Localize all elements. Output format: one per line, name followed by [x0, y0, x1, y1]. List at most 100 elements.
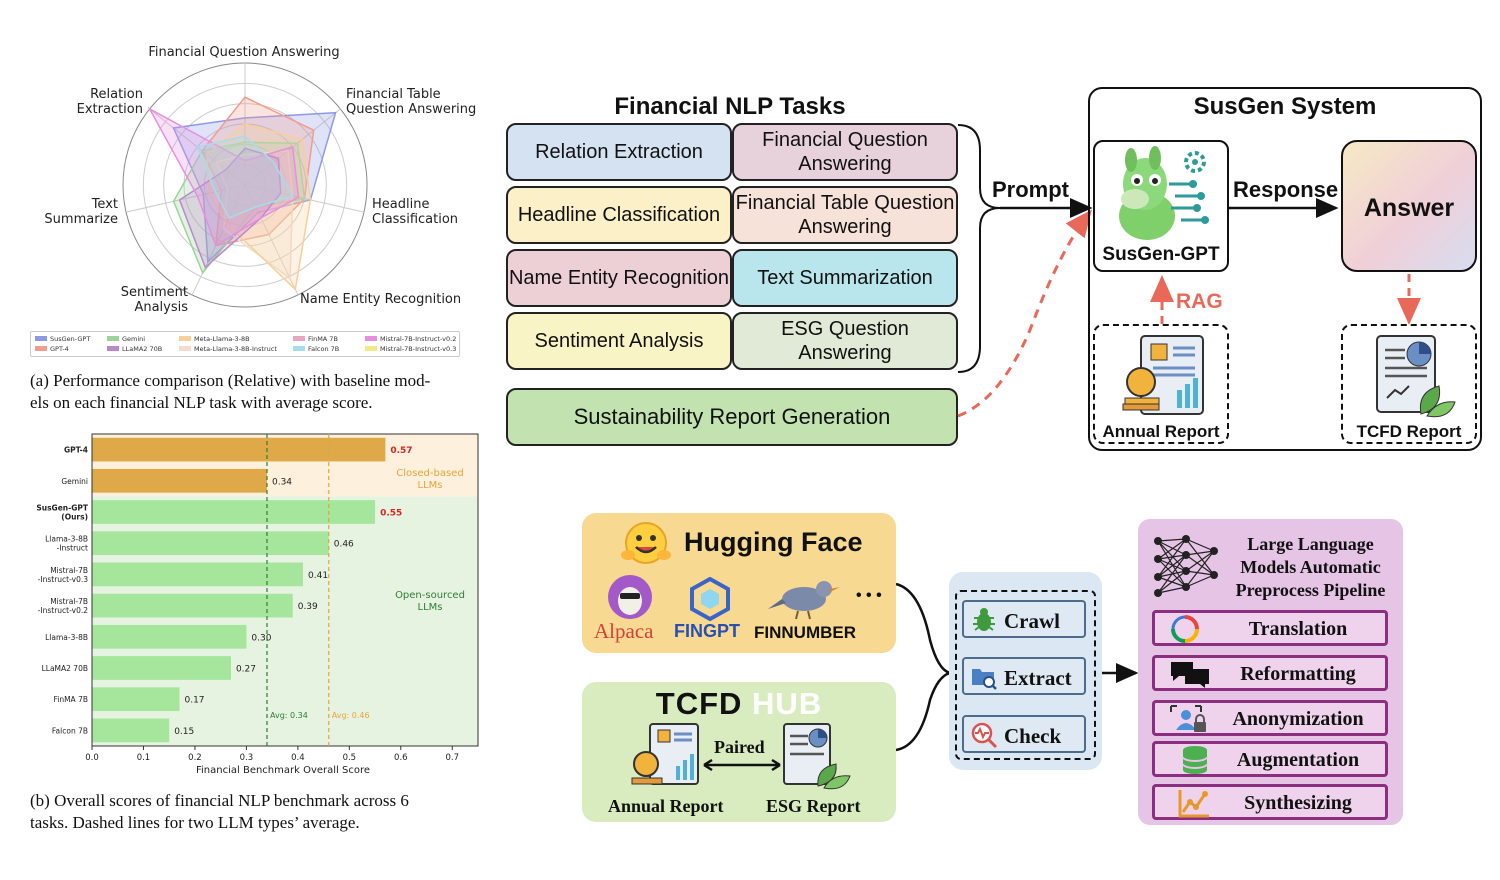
- legend-label: LLaMA2 70B: [122, 344, 163, 353]
- pipeline-title-1: Large Language: [1247, 534, 1374, 554]
- tcfd-hub-title: TCFD HUB: [582, 686, 896, 722]
- hf-title: Hugging Face: [684, 527, 863, 557]
- pipeline-title-2: Models Automatic: [1240, 557, 1381, 577]
- x-tick-label: 0.0: [85, 753, 99, 763]
- bar-category-label: -Instruct-v0.3: [38, 575, 89, 584]
- legend-item: FinMA 7B: [293, 334, 338, 343]
- bar: [92, 531, 329, 556]
- tasks-title: Financial NLP Tasks: [614, 93, 846, 120]
- prompt-label: Prompt: [992, 177, 1069, 202]
- pipeline-step-augmentation: Augmentation: [1152, 741, 1388, 777]
- open-avg-label: Avg: 0.34: [270, 711, 308, 720]
- report-gen-dashed-arrow: [957, 209, 1092, 418]
- x-tick-label: 0.5: [343, 753, 357, 763]
- task-financial-table-qa: Financial Table Question Answering: [732, 186, 958, 244]
- folder-search-icon: [972, 669, 997, 690]
- bar-category-label: -Instruct-v0.2: [38, 606, 89, 615]
- bar-caption-line-2: tasks. Dashed lines for two LLM types’ a…: [30, 813, 360, 832]
- x-tick-label: 0.3: [240, 753, 254, 763]
- answer-box: Answer: [1341, 140, 1477, 272]
- radar-axis-fqa: Financial Question Answering: [148, 45, 339, 60]
- bug-icon: [973, 608, 995, 631]
- tcfd-report-box: TCFD Report: [1341, 324, 1477, 444]
- radar-series-polygon: [172, 111, 337, 264]
- hugging-face-box: Hugging Face Alpaca FINGPT FINNUMBER • •…: [582, 513, 896, 653]
- line-graph-icon: [1178, 790, 1209, 818]
- bar-category-label: Llama-3-8B: [45, 535, 88, 544]
- hub-esg-report-icon: [783, 723, 851, 790]
- radar-axis-ftqa-1: Financial Table: [346, 87, 441, 102]
- annual-report-box: Annual Report: [1093, 324, 1229, 444]
- legend-label: Gemini: [122, 334, 146, 343]
- bar: [92, 593, 293, 618]
- closed-avg-label: Avg: 0.46: [332, 711, 370, 720]
- radar-spoke: [244, 184, 299, 296]
- bar-category-label: Gemini: [61, 477, 88, 486]
- bar: [92, 468, 267, 493]
- legend-item: Meta-Llama-3-8B-Instruct: [179, 344, 277, 353]
- bar: [92, 687, 180, 712]
- rag-label: RAG: [1176, 290, 1223, 313]
- database-icon: [1182, 746, 1208, 774]
- bar-caption: (b) Overall scores of financial NLP benc…: [30, 790, 500, 834]
- paired-label: Paired: [714, 737, 765, 757]
- x-tick-label: 0.2: [188, 753, 202, 763]
- radar-axis-sa-1: Sentiment: [121, 285, 188, 300]
- pipeline-title-3: Preprocess Pipeline: [1235, 580, 1386, 600]
- bar-value-label: 0.17: [184, 696, 204, 706]
- crawl-label: Crawl: [1004, 609, 1060, 633]
- pipeline-step-anonymization: Anonymization: [1152, 700, 1388, 736]
- tcfd-word: TCFD: [655, 686, 743, 721]
- neural-network-icon: [1154, 535, 1218, 597]
- legend-swatch: [365, 336, 377, 341]
- radar-axis-hc-2: Classification: [372, 212, 458, 227]
- legend-item: Gemini: [107, 334, 145, 343]
- radar-axis-ts-2: Summarize: [44, 212, 118, 227]
- legend-item: GPT-4: [35, 344, 69, 353]
- bar: [92, 437, 386, 462]
- check-magnifier-icon: [971, 722, 998, 749]
- task-name-entity-recognition: Name Entity Recognition: [506, 249, 732, 307]
- plot-frame: [91, 433, 479, 747]
- legend-label: SusGen-GPT: [50, 334, 91, 343]
- legend-item: SusGen-GPT: [35, 334, 90, 343]
- legend-label: Mistral-7B-Instruct-v0.3: [380, 344, 457, 353]
- task-sentiment-analysis: Sentiment Analysis: [506, 312, 732, 370]
- reformatting-label: Reformatting: [1240, 663, 1356, 685]
- tcfd-hub-box: TCFD HUB Paired Annual Report ESG Report: [582, 682, 896, 822]
- anonymization-icon: [1170, 705, 1206, 732]
- bar-category-label: (Ours): [61, 513, 88, 522]
- bar-value-label: 0.30: [251, 633, 271, 643]
- bar-category-label: -Instruct: [57, 544, 88, 553]
- task-relation-extraction: Relation Extraction: [506, 123, 732, 181]
- tools-dashed-frame: [955, 590, 1096, 760]
- hugging-face-icon: [621, 522, 671, 564]
- bar-category-label: Llama-3-8B: [45, 633, 88, 642]
- legend-item: Meta-Llama-3-8B: [179, 334, 250, 343]
- hub-annual-report-label: Annual Report: [608, 796, 724, 816]
- extract-tool: Extract: [962, 657, 1086, 695]
- pipeline-step-reformatting: Reformatting: [1152, 655, 1388, 691]
- radar-caption-line-1: (a) Performance comparison (Relative) wi…: [30, 371, 431, 390]
- alpaca-label: Alpaca: [594, 619, 654, 643]
- radar-caption-line-2: els on each financial NLP task with aver…: [30, 393, 373, 412]
- bar-value-label: 0.34: [272, 477, 292, 487]
- legend-item: Falcon 7B: [293, 344, 339, 353]
- bar-category-label: Mistral-7B: [50, 597, 88, 606]
- bar-value-label: 0.55: [380, 509, 402, 519]
- bar-category-label: FinMA 7B: [53, 695, 88, 704]
- radar-axis-re-1: Relation: [90, 87, 143, 102]
- paired-arrow: [703, 758, 781, 772]
- hub-word: HUB: [752, 686, 823, 721]
- hf-to-tools: [895, 582, 951, 675]
- bar-chart: 0.570.340.550.460.410.390.300.270.170.15…: [36, 433, 479, 776]
- legend-swatch: [179, 336, 191, 341]
- synthesizing-label: Synthesizing: [1244, 792, 1352, 814]
- legend-item: LLaMA2 70B: [107, 344, 162, 353]
- radar-series-polygon: [147, 107, 300, 247]
- bar: [92, 718, 170, 743]
- open-group-label: LLMs: [418, 602, 443, 613]
- finnumber-label: FINNUMBER: [754, 623, 856, 642]
- susgen-gpt-box: SusGen-GPT: [1093, 140, 1229, 272]
